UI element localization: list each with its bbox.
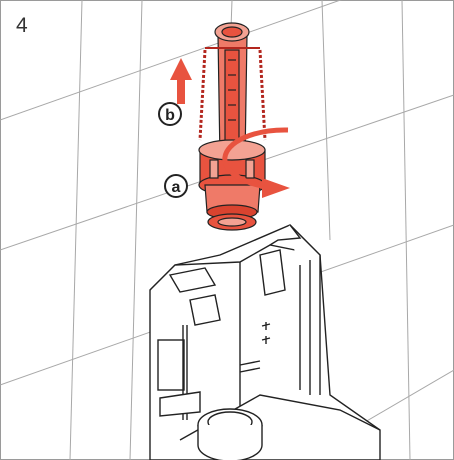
cistern — [149, 224, 381, 460]
lift-arrow — [170, 58, 192, 104]
step-number: 4 — [16, 14, 28, 37]
callout-b: b — [158, 102, 182, 126]
flush-valve — [198, 22, 267, 231]
callout-a: a — [164, 174, 188, 198]
svg-text:a: a — [172, 179, 181, 196]
rotate-arrow — [222, 127, 290, 198]
svg-text:b: b — [165, 107, 175, 124]
